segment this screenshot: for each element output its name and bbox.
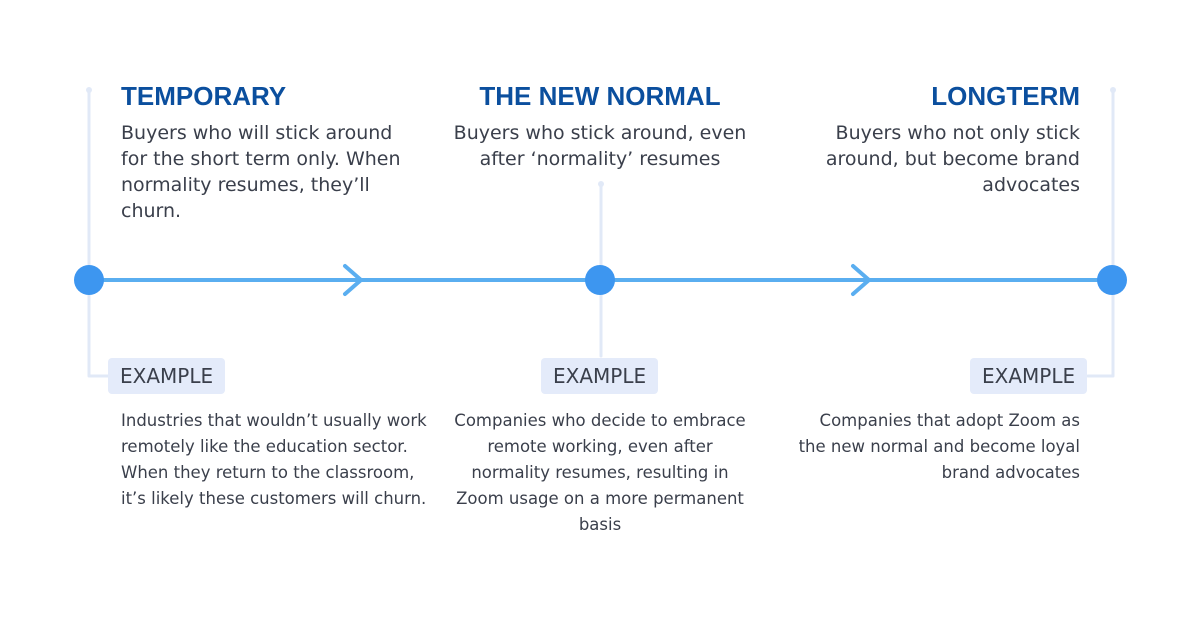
connector-cap-left [86, 87, 92, 93]
example-text-temporary: Industries that wouldn’t usually work re… [121, 411, 427, 508]
example-text-longterm: Companies that adopt Zoom as the new nor… [798, 411, 1080, 482]
timeline-node-1 [74, 265, 104, 295]
connector-left [87, 88, 110, 378]
stage-title-temporary: TEMPORARY [121, 81, 287, 111]
connector-cap-right [1110, 87, 1116, 93]
stage-description-temporary: Buyers who will stick around for the sho… [121, 122, 401, 222]
example-badge-new-normal: EXAMPLE [541, 358, 659, 394]
example-badge-temporary: EXAMPLE [108, 358, 226, 394]
stage-description-new-normal: Buyers who stick around, even after ‘nor… [453, 122, 747, 170]
stage-description-longterm: Buyers who not only stick around, but be… [825, 122, 1080, 196]
connector-cap-middle [598, 181, 604, 187]
example-badge-longterm: EXAMPLE [970, 358, 1088, 394]
connector-right [1086, 88, 1115, 378]
example-text-new-normal: Companies who decide to embrace remote w… [454, 411, 746, 534]
stage-title-new-normal: THE NEW NORMAL [479, 81, 721, 111]
timeline-node-2 [585, 265, 615, 295]
timeline-node-3 [1097, 265, 1127, 295]
stage-title-longterm: LONGTERM [931, 81, 1080, 111]
arrow-chevron-2 [851, 264, 871, 296]
arrow-chevron-1 [343, 264, 363, 296]
